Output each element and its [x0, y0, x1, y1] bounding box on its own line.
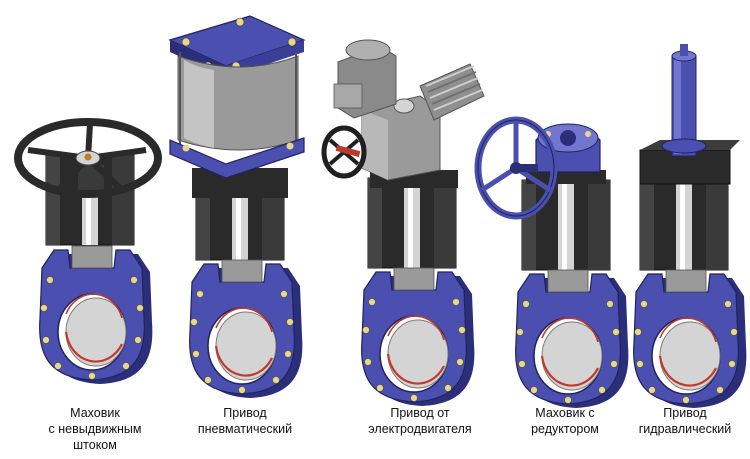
caption-line: электродвигателя: [368, 422, 472, 436]
caption-line: пневматический: [197, 422, 293, 436]
valve-body: [514, 268, 630, 410]
yoke-frame: [521, 179, 611, 271]
valve-hydraulic: [632, 44, 748, 410]
caption-pneumatic: Привод пневматический: [190, 405, 300, 437]
motor-fins: [419, 63, 485, 121]
valve-body: [360, 266, 476, 408]
valve-electric: [321, 39, 485, 408]
caption-line: с невыдвижным: [48, 422, 142, 436]
caption-hydraulic: Привод гидравлический: [630, 405, 740, 437]
caption-line: Привод от: [390, 406, 450, 420]
pneumatic-cylinder-icon: [168, 15, 306, 179]
yoke-frame: [639, 179, 729, 271]
electric-motor-icon: [321, 39, 485, 181]
handwheel-icon: [14, 118, 162, 198]
valve-handwheel: [14, 118, 162, 386]
yoke-frame: [367, 177, 457, 269]
caption-line: гидравлический: [638, 422, 732, 436]
caption-handwheel: Маховик с невыдвижным штоком: [40, 405, 150, 453]
valve-body: [632, 268, 748, 410]
valve-gearbox: [474, 116, 630, 410]
caption-line: редуктором: [531, 422, 599, 436]
caption-gearbox: Маховик с редуктором: [515, 405, 615, 437]
valve-body: [38, 244, 154, 386]
adapter-block: [526, 170, 606, 184]
caption-line: Привод: [663, 406, 707, 420]
valve-pneumatic: [168, 15, 306, 400]
valve-body: [188, 258, 304, 400]
caption-electric: Привод от электродвигателя: [355, 405, 485, 437]
gearbox-handwheel-icon: [474, 116, 601, 220]
hydraulic-cylinder-icon: [639, 44, 740, 185]
caption-line: Привод: [223, 406, 267, 420]
caption-line: Маховик с: [535, 406, 595, 420]
caption-line: штоком: [73, 438, 117, 452]
caption-line: Маховик: [70, 406, 120, 420]
